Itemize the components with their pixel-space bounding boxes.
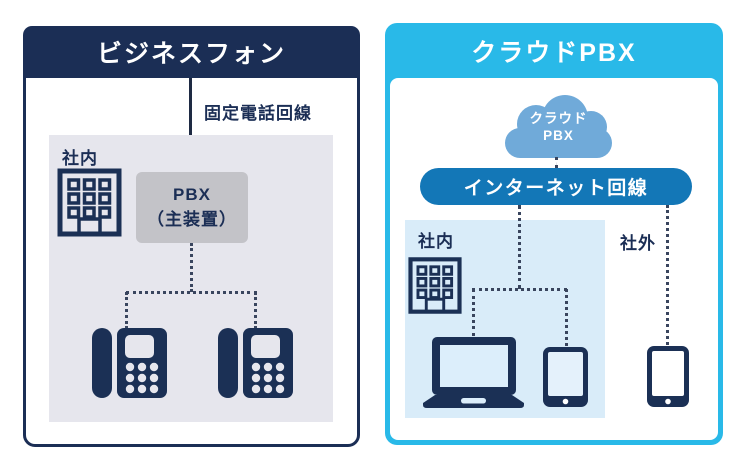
pbx-label-line2: （主装置）: [147, 209, 237, 229]
dotted-connector-cloud-down: [555, 157, 558, 168]
tablet-icon: [543, 347, 588, 407]
cloud-pbx-label: クラウド PBX: [505, 110, 612, 144]
dotted-connector-to-laptop: [472, 289, 475, 336]
cloud-icon: [505, 95, 612, 158]
dotted-connector-to-tablet: [565, 289, 568, 346]
office-label-right: 社内: [418, 232, 454, 251]
cloud-pbx-panel-title: クラウドPBX: [471, 38, 637, 67]
internet-line-banner: インターネット回線: [420, 168, 692, 205]
desk-phone-icon: [92, 328, 167, 398]
building-icon: [408, 255, 462, 316]
dotted-connector-to-phone-2: [254, 292, 257, 329]
dotted-connector-left-branch: [126, 291, 257, 294]
dotted-connector-to-phone-1: [125, 292, 128, 329]
business-phone-panel-title: ビジネスフォン: [23, 26, 360, 78]
pbx-main-unit-box: PBX （主装置）: [136, 172, 248, 243]
fixed-phone-line-connector: [189, 78, 192, 173]
office-label-left: 社内: [62, 149, 98, 168]
desk-phone-icon: [218, 328, 293, 398]
smartphone-icon: [647, 346, 689, 407]
dotted-connector-pbx-down: [190, 243, 193, 292]
cloud-pbx-label-line1: クラウド: [529, 111, 588, 126]
dotted-connector-right-branch: [472, 288, 567, 291]
dotted-connector-to-smartphone: [666, 205, 669, 345]
dotted-connector-internet-down: [518, 205, 521, 289]
outside-label: 社外: [620, 234, 656, 253]
pbx-label-line1: PBX: [173, 184, 211, 204]
cloud-pbx-label-line2: PBX: [543, 128, 574, 143]
laptop-icon: [423, 337, 524, 408]
fixed-phone-line-label: 固定電話回線: [204, 104, 312, 123]
building-icon: [57, 168, 122, 237]
